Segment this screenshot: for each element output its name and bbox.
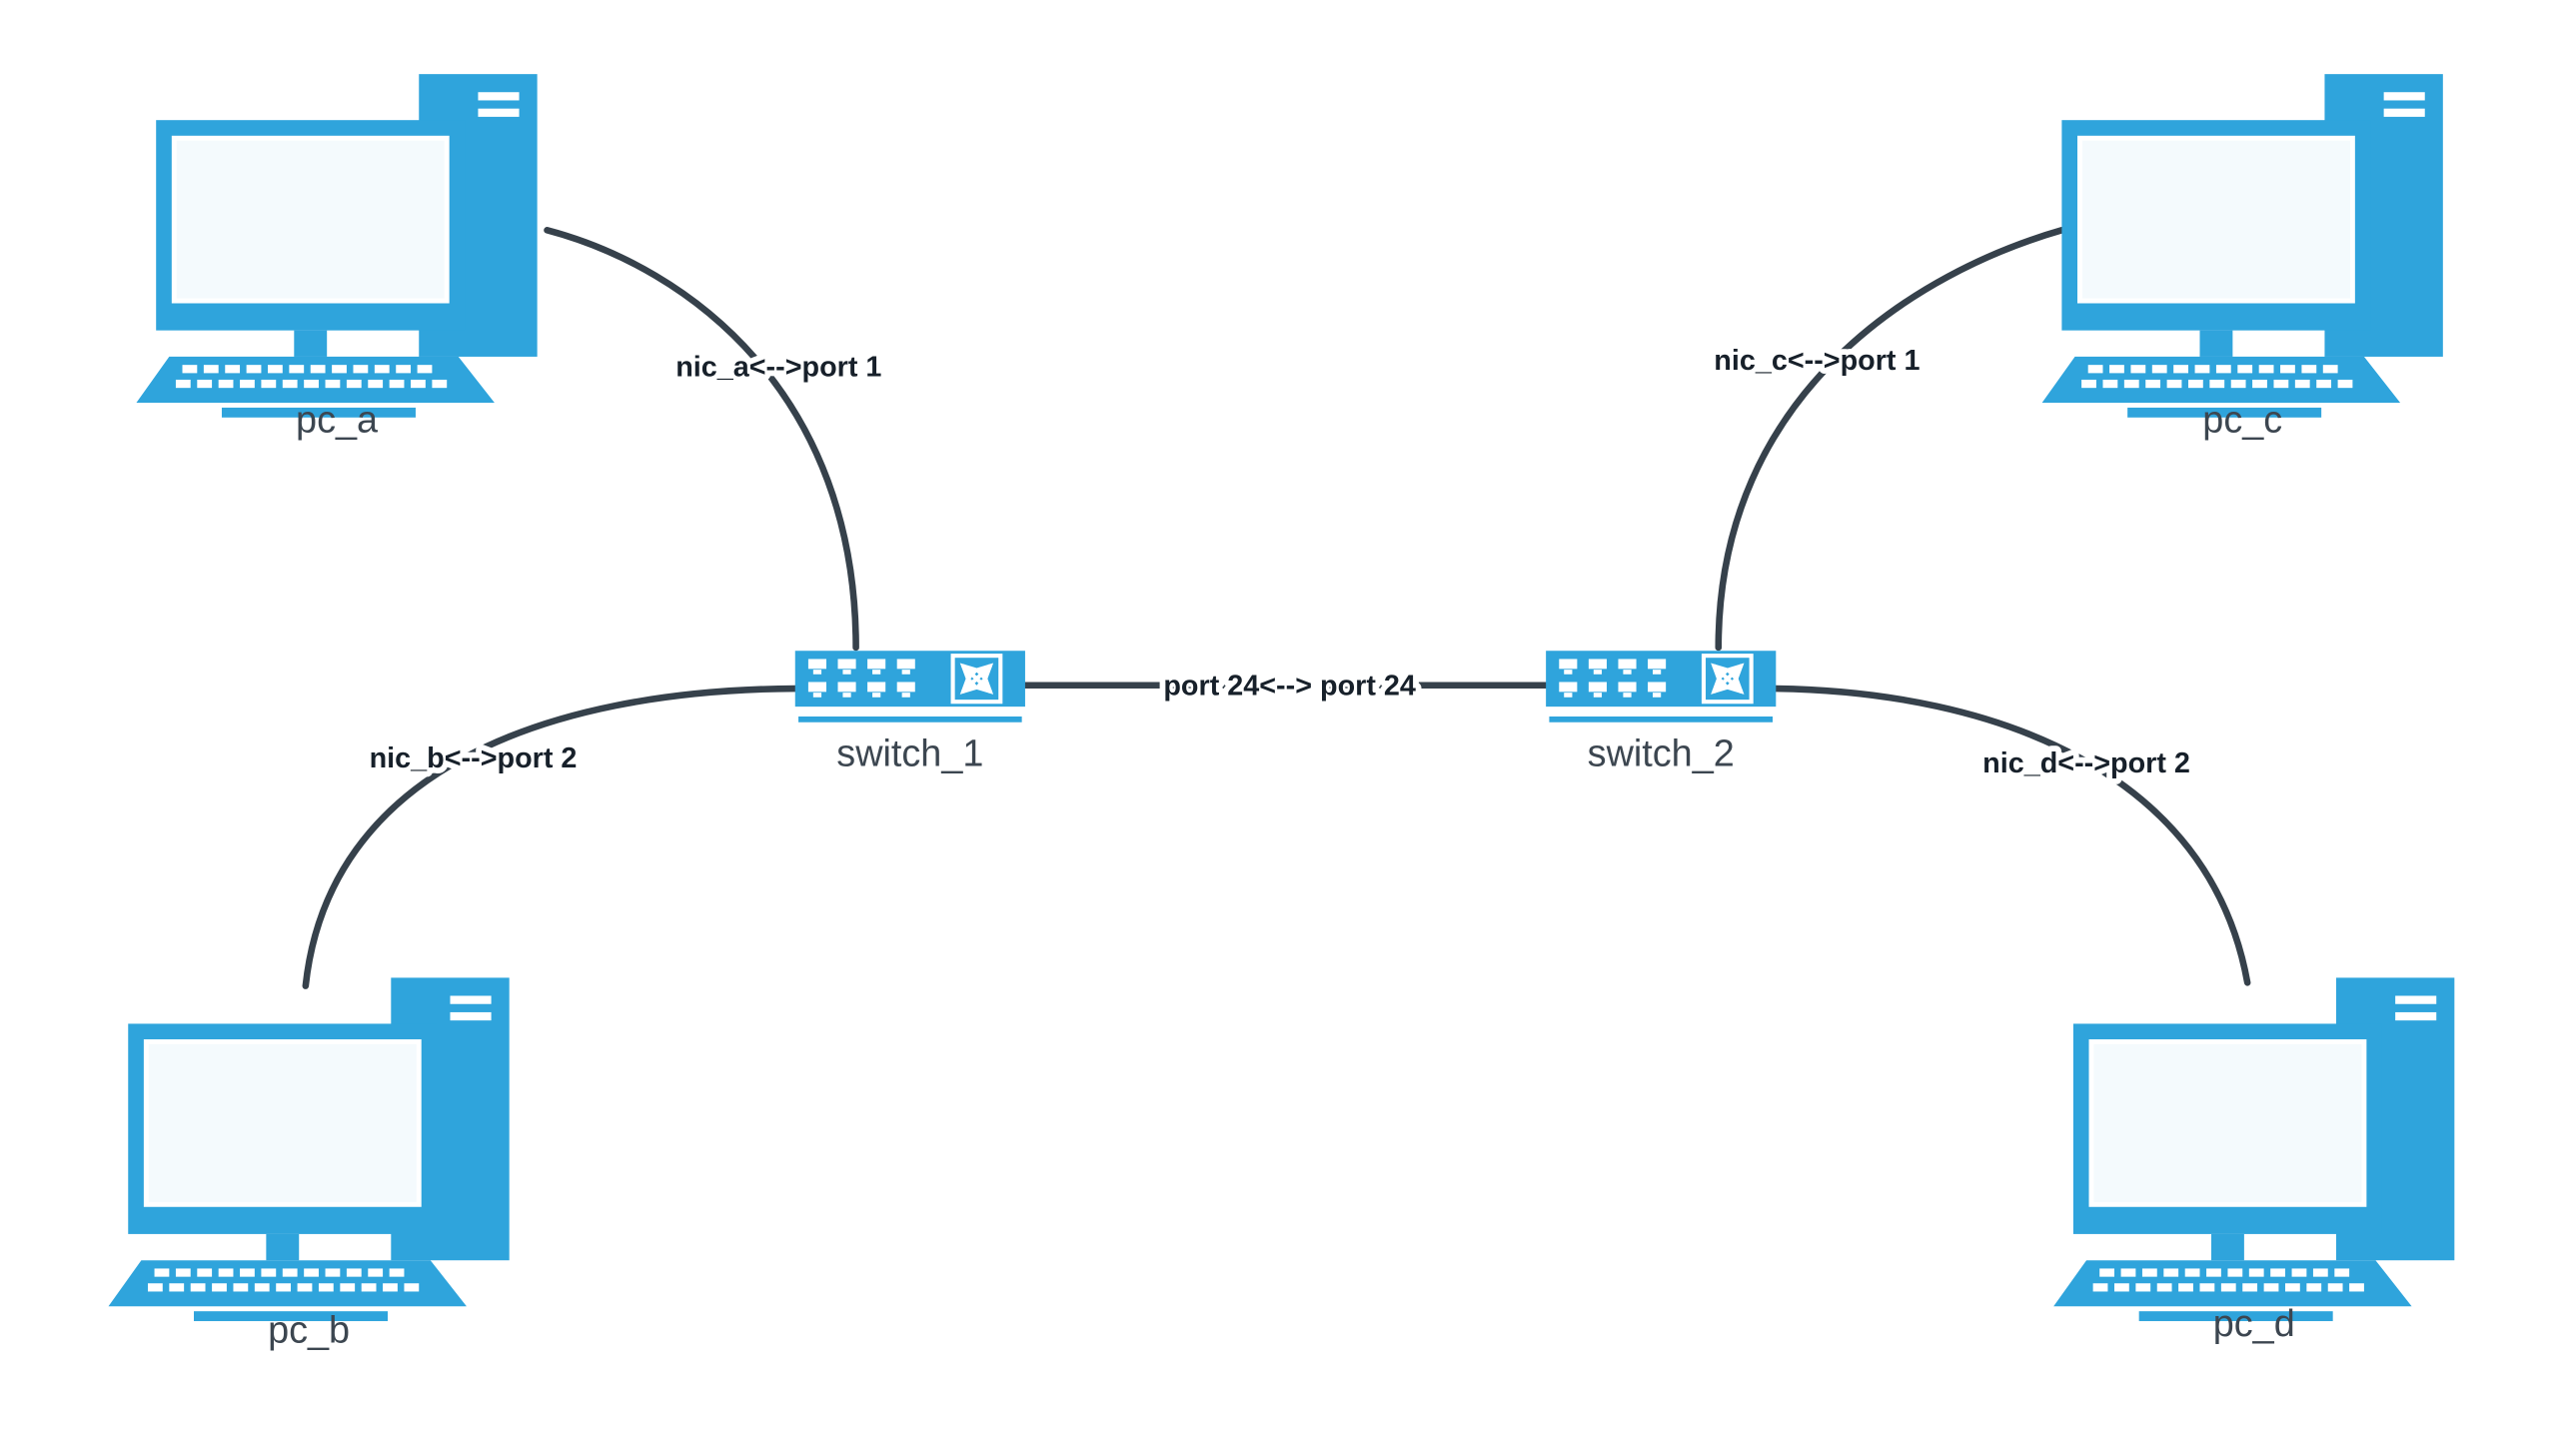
edge-label-trunk: port 24<--> port 24 xyxy=(1163,671,1416,703)
node-label-pc-c: pc_c xyxy=(2202,400,2282,442)
desktop-computer-icon xyxy=(2053,977,2454,1321)
desktop-computer-icon xyxy=(109,977,510,1321)
edge-pc-a-switch-1[interactable] xyxy=(544,227,859,652)
node-pc-b[interactable]: pc_b xyxy=(109,977,510,1351)
edge-pc-d-switch-2[interactable] xyxy=(1773,685,2251,986)
node-switch-2[interactable]: switch_2 xyxy=(1546,651,1776,774)
edge-label-nic-c: nic_c<-->port 1 xyxy=(1714,345,1920,377)
edge-label-nic-d: nic_d<-->port 2 xyxy=(1982,747,2190,779)
node-label-switch-1: switch_1 xyxy=(836,732,983,774)
node-label-pc-a: pc_a xyxy=(296,400,379,442)
node-label-switch-2: switch_2 xyxy=(1588,732,1735,774)
edge-label-nic-b: nic_b<-->port 2 xyxy=(370,742,578,774)
node-pc-a[interactable]: pc_a xyxy=(136,74,537,442)
desktop-computer-icon xyxy=(136,74,537,418)
node-label-pc-b: pc_b xyxy=(268,1309,350,1351)
node-switch-1[interactable]: switch_1 xyxy=(795,651,1025,774)
desktop-computer-icon xyxy=(2042,74,2443,418)
node-pc-d[interactable]: pc_d xyxy=(2053,977,2454,1345)
network-switch-icon xyxy=(795,651,1025,722)
edge-pc-c-switch-2[interactable] xyxy=(1715,227,2065,652)
edge-label-nic-a: nic_a<-->port 1 xyxy=(675,352,881,384)
node-label-pc-d: pc_d xyxy=(2213,1303,2295,1345)
network-switch-icon xyxy=(1546,651,1776,722)
node-pc-c[interactable]: pc_c xyxy=(2042,74,2443,442)
edge-pc-b-switch-1[interactable] xyxy=(302,685,799,989)
